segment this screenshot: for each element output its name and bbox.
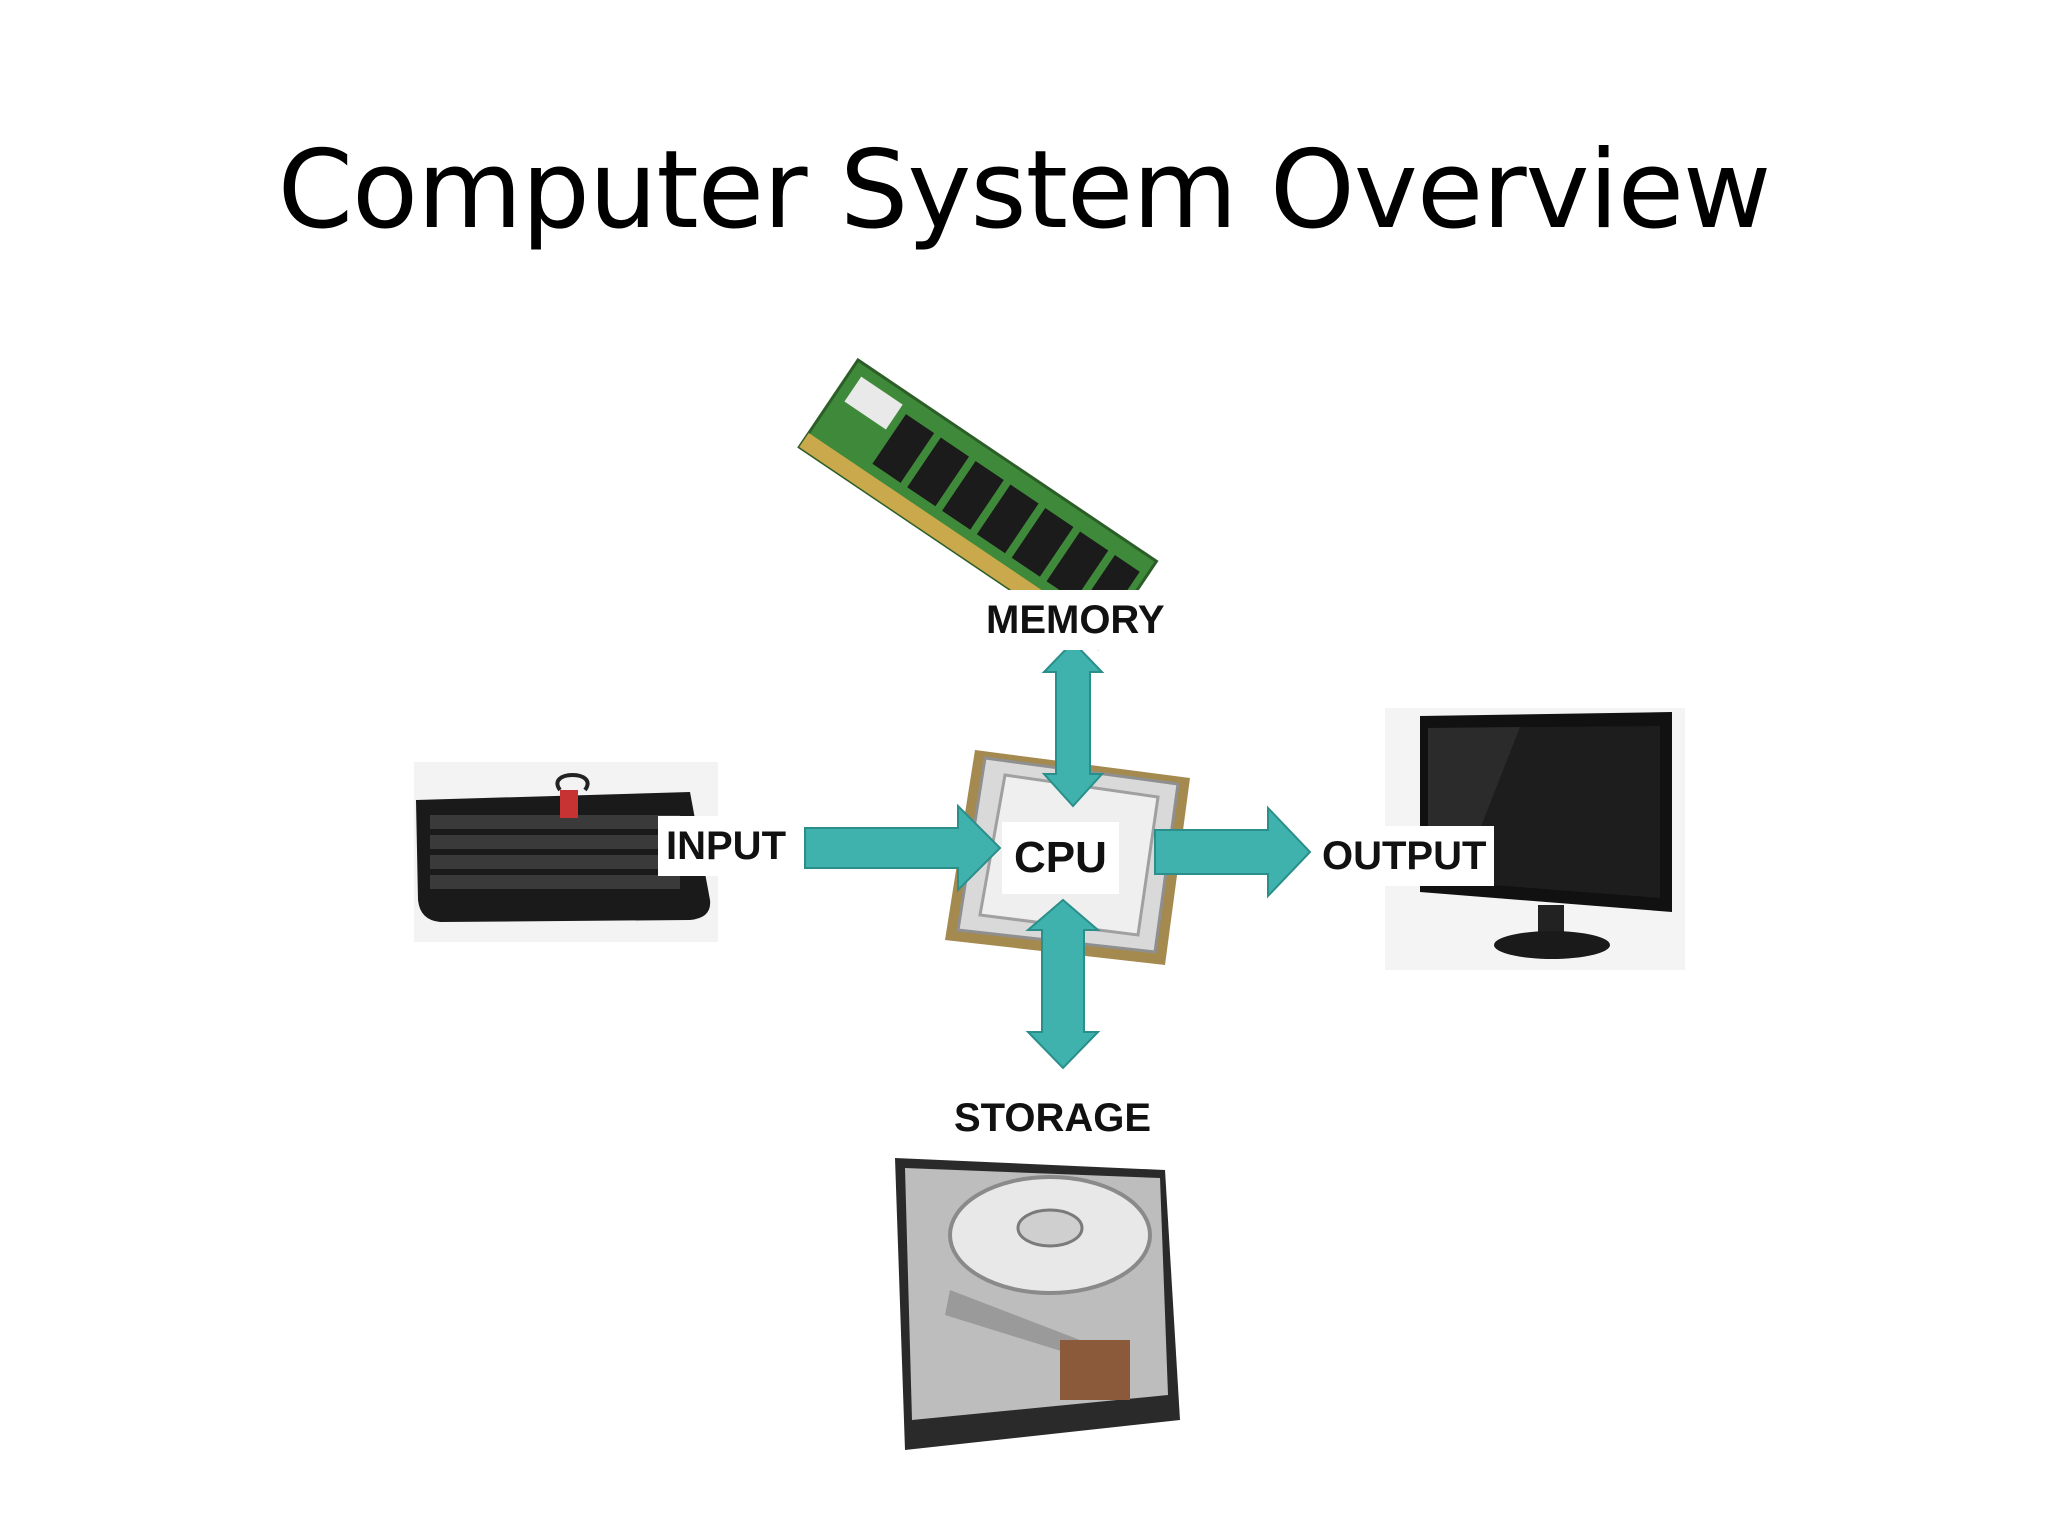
arrow-input-to-cpu bbox=[804, 803, 1002, 893]
arrows-group bbox=[804, 640, 1312, 1070]
input-label: INPUT bbox=[658, 816, 794, 876]
keyboard-icon bbox=[414, 762, 718, 942]
output-label: OUTPUT bbox=[1314, 826, 1495, 886]
memory-label: MEMORY bbox=[978, 590, 1173, 650]
hard-drive-icon bbox=[895, 1158, 1180, 1450]
arrow-cpu-storage bbox=[1025, 898, 1101, 1070]
arrow-memory-cpu bbox=[1041, 640, 1105, 808]
storage-label: STORAGE bbox=[946, 1088, 1160, 1148]
cpu-label: CPU bbox=[1002, 822, 1119, 894]
slide-title: Computer System Overview bbox=[277, 128, 1772, 253]
arrow-cpu-to-output bbox=[1154, 805, 1312, 899]
